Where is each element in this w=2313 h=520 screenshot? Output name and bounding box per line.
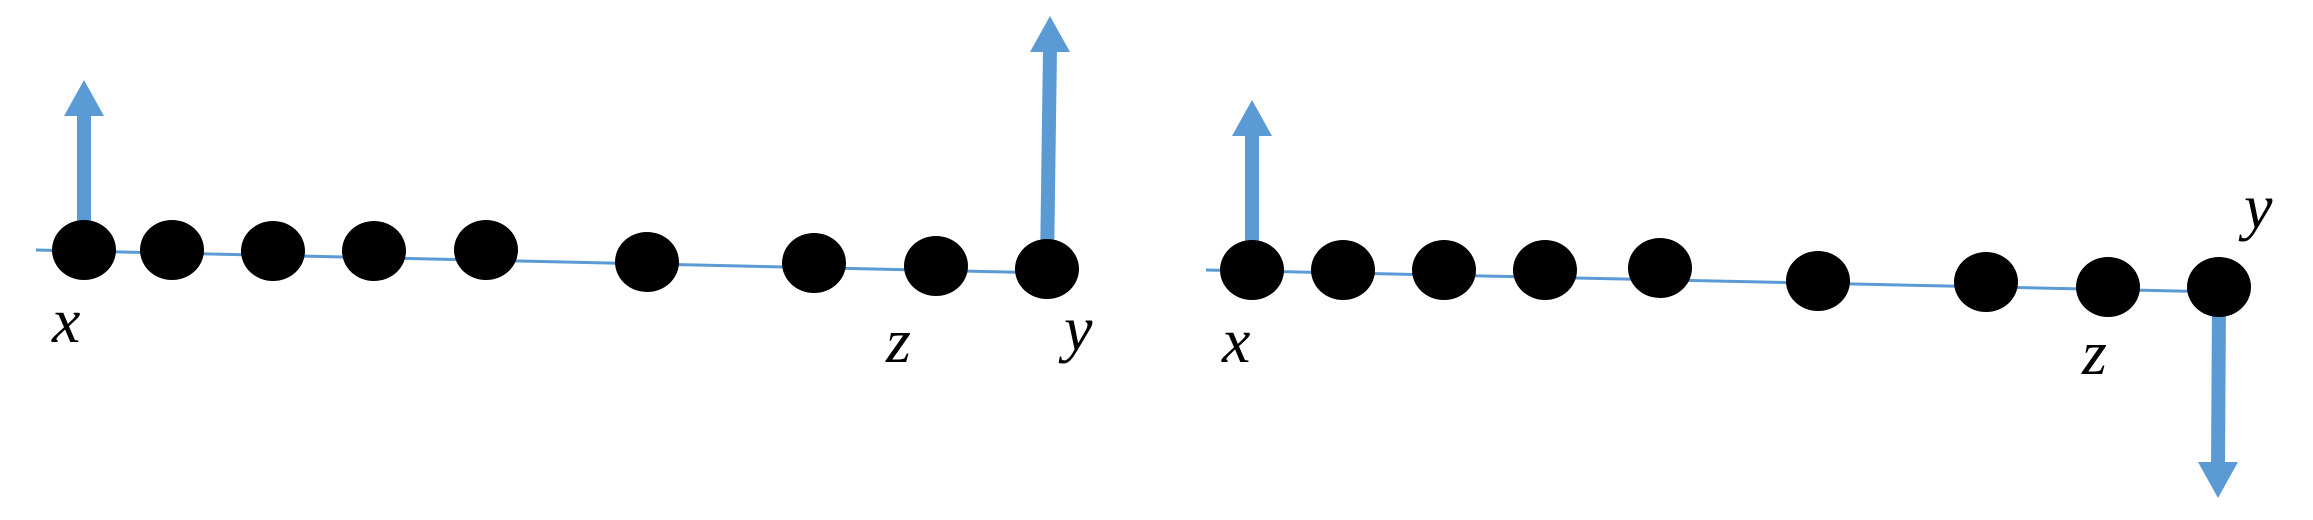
left-y-arrow-up	[1030, 16, 1070, 266]
right-node-y	[2187, 257, 2251, 317]
left-node	[454, 220, 518, 280]
right-node	[1311, 240, 1375, 300]
left-node	[782, 233, 846, 293]
right-node	[1628, 238, 1692, 298]
left-node	[241, 221, 305, 281]
left-node-x	[52, 220, 116, 280]
left-node	[140, 220, 204, 280]
left-label-x: x	[51, 285, 80, 356]
right-panel: x z y	[1205, 100, 2273, 498]
right-node	[1786, 251, 1850, 311]
right-node-z	[2076, 257, 2140, 317]
left-node-y	[1015, 239, 1079, 299]
right-chain-line	[1205, 268, 2223, 294]
right-label-x: x	[1221, 305, 1250, 376]
right-label-y: y	[2238, 171, 2273, 242]
left-node	[615, 232, 679, 292]
right-y-arrow-down	[2198, 299, 2238, 498]
left-chain-line	[35, 248, 1051, 275]
left-node-z	[904, 236, 968, 296]
right-node-x	[1220, 240, 1284, 300]
right-node	[1412, 240, 1476, 300]
left-panel: x z y	[35, 16, 1093, 376]
left-node	[342, 221, 406, 281]
right-label-z: z	[2081, 317, 2107, 388]
left-label-z: z	[885, 305, 911, 376]
right-node	[1513, 240, 1577, 300]
left-label-y: y	[1058, 293, 1093, 364]
right-node	[1954, 252, 2018, 312]
